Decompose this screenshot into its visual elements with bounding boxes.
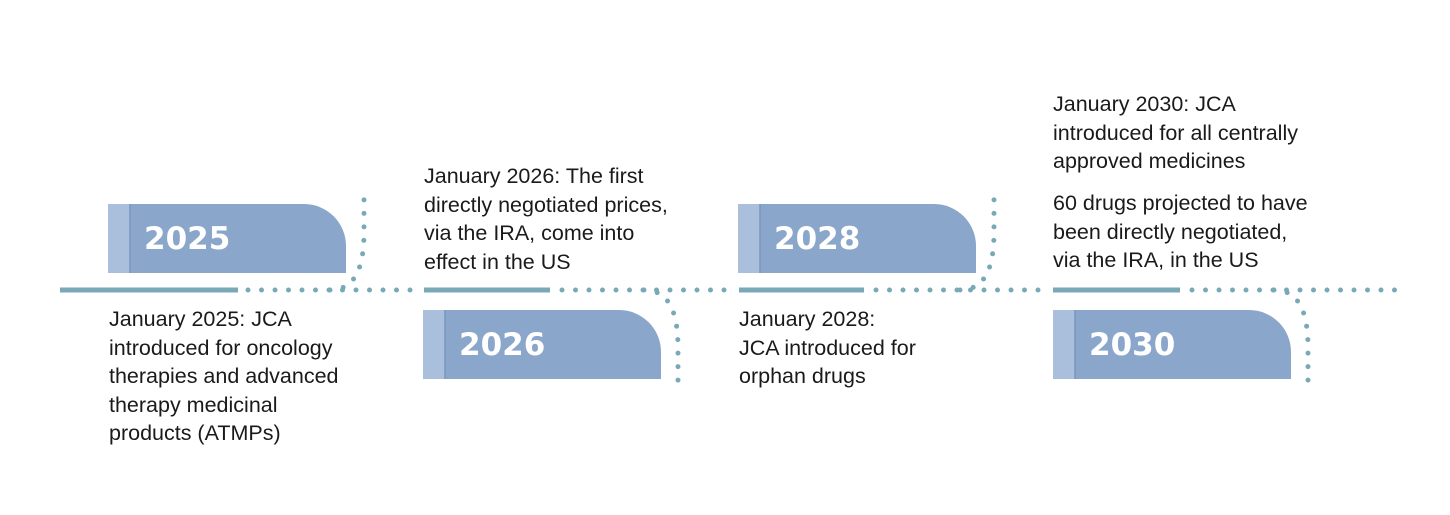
- year-label-2026: 2026: [459, 327, 545, 363]
- timeline-connector-dots: [641, 287, 681, 391]
- year-box-2025-tab: [108, 204, 130, 273]
- description-line: via the IRA, come into: [424, 221, 635, 245]
- description-line: January 2026: The first: [424, 164, 644, 188]
- milestone-2030-description: January 2030: JCA introduced for all cen…: [1053, 90, 1298, 176]
- year-box-2025-body: [108, 204, 346, 273]
- description-line: therapies and advanced: [109, 364, 339, 388]
- year-label-2025: 2025: [144, 221, 230, 257]
- description-line: directly negotiated prices,: [424, 192, 668, 217]
- timeline-connector-dots: [957, 187, 997, 293]
- timeline-line: [60, 187, 1408, 391]
- year-box-2026: 2026: [423, 310, 661, 379]
- description-line: effect in the US: [424, 249, 571, 274]
- description-line: therapy medicinal: [109, 392, 278, 417]
- description-line: January 2030: JCA: [1053, 92, 1236, 116]
- description-line: been directly negotiated,: [1053, 219, 1288, 244]
- year-box-2030-tab: [1053, 310, 1075, 379]
- description-line: orphan drugs: [739, 364, 866, 388]
- year-box-2028-body: [738, 204, 976, 273]
- year-markers: 2025 2026 2028 2030: [108, 204, 1291, 379]
- year-box-2026-tab: [423, 310, 445, 379]
- milestone-2026-description: January 2026: The first directly negotia…: [424, 162, 668, 276]
- year-label-2030: 2030: [1089, 327, 1175, 363]
- year-box-2030: 2030: [1053, 310, 1291, 379]
- description-line: January 2028:: [739, 307, 876, 331]
- timeline-connector-dots: [1271, 287, 1311, 391]
- description-line: introduced for oncology: [109, 335, 333, 360]
- milestone-2028-description: January 2028: JCA introduced for orphan …: [739, 305, 916, 391]
- year-box-2028-tab: [738, 204, 760, 273]
- timeline-connector-dots: [327, 187, 367, 293]
- description-line: introduced for all centrally: [1053, 120, 1298, 145]
- year-box-2026-body: [423, 310, 661, 379]
- milestone-2025-description: January 2025: JCA introduced for oncolog…: [109, 305, 339, 448]
- description-line: 60 drugs projected to have: [1053, 191, 1308, 215]
- description-line: approved medicines: [1053, 149, 1246, 173]
- year-box-2025: 2025: [108, 204, 346, 273]
- description-line: JCA introduced for: [739, 335, 916, 360]
- description-line: via the IRA, in the US: [1053, 248, 1259, 272]
- year-box-2030-body: [1053, 310, 1291, 379]
- year-label-2028: 2028: [774, 221, 860, 257]
- year-box-2028: 2028: [738, 204, 976, 273]
- description-line: products (ATMPs): [109, 421, 281, 445]
- milestone-2030-projection: 60 drugs projected to have been directly…: [1053, 189, 1308, 275]
- description-line: January 2025: JCA: [109, 307, 292, 331]
